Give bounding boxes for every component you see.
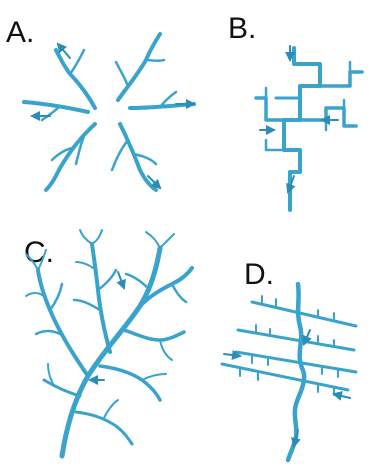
panel-d: D. (222, 258, 356, 460)
flow-arrow (224, 354, 240, 356)
panel-c-label: C. (24, 236, 54, 269)
panel-a-label: A. (6, 16, 34, 49)
panel-a: A. (6, 16, 194, 190)
panel-a-streams (24, 34, 194, 190)
panel-d-label: D. (244, 258, 274, 291)
flow-arrow (334, 394, 350, 398)
panel-b-label: B. (228, 12, 256, 45)
panel-d-streams (222, 284, 356, 460)
flow-arrow (118, 272, 124, 288)
panel-b: B. (228, 12, 362, 210)
panel-c: C. (24, 230, 192, 456)
